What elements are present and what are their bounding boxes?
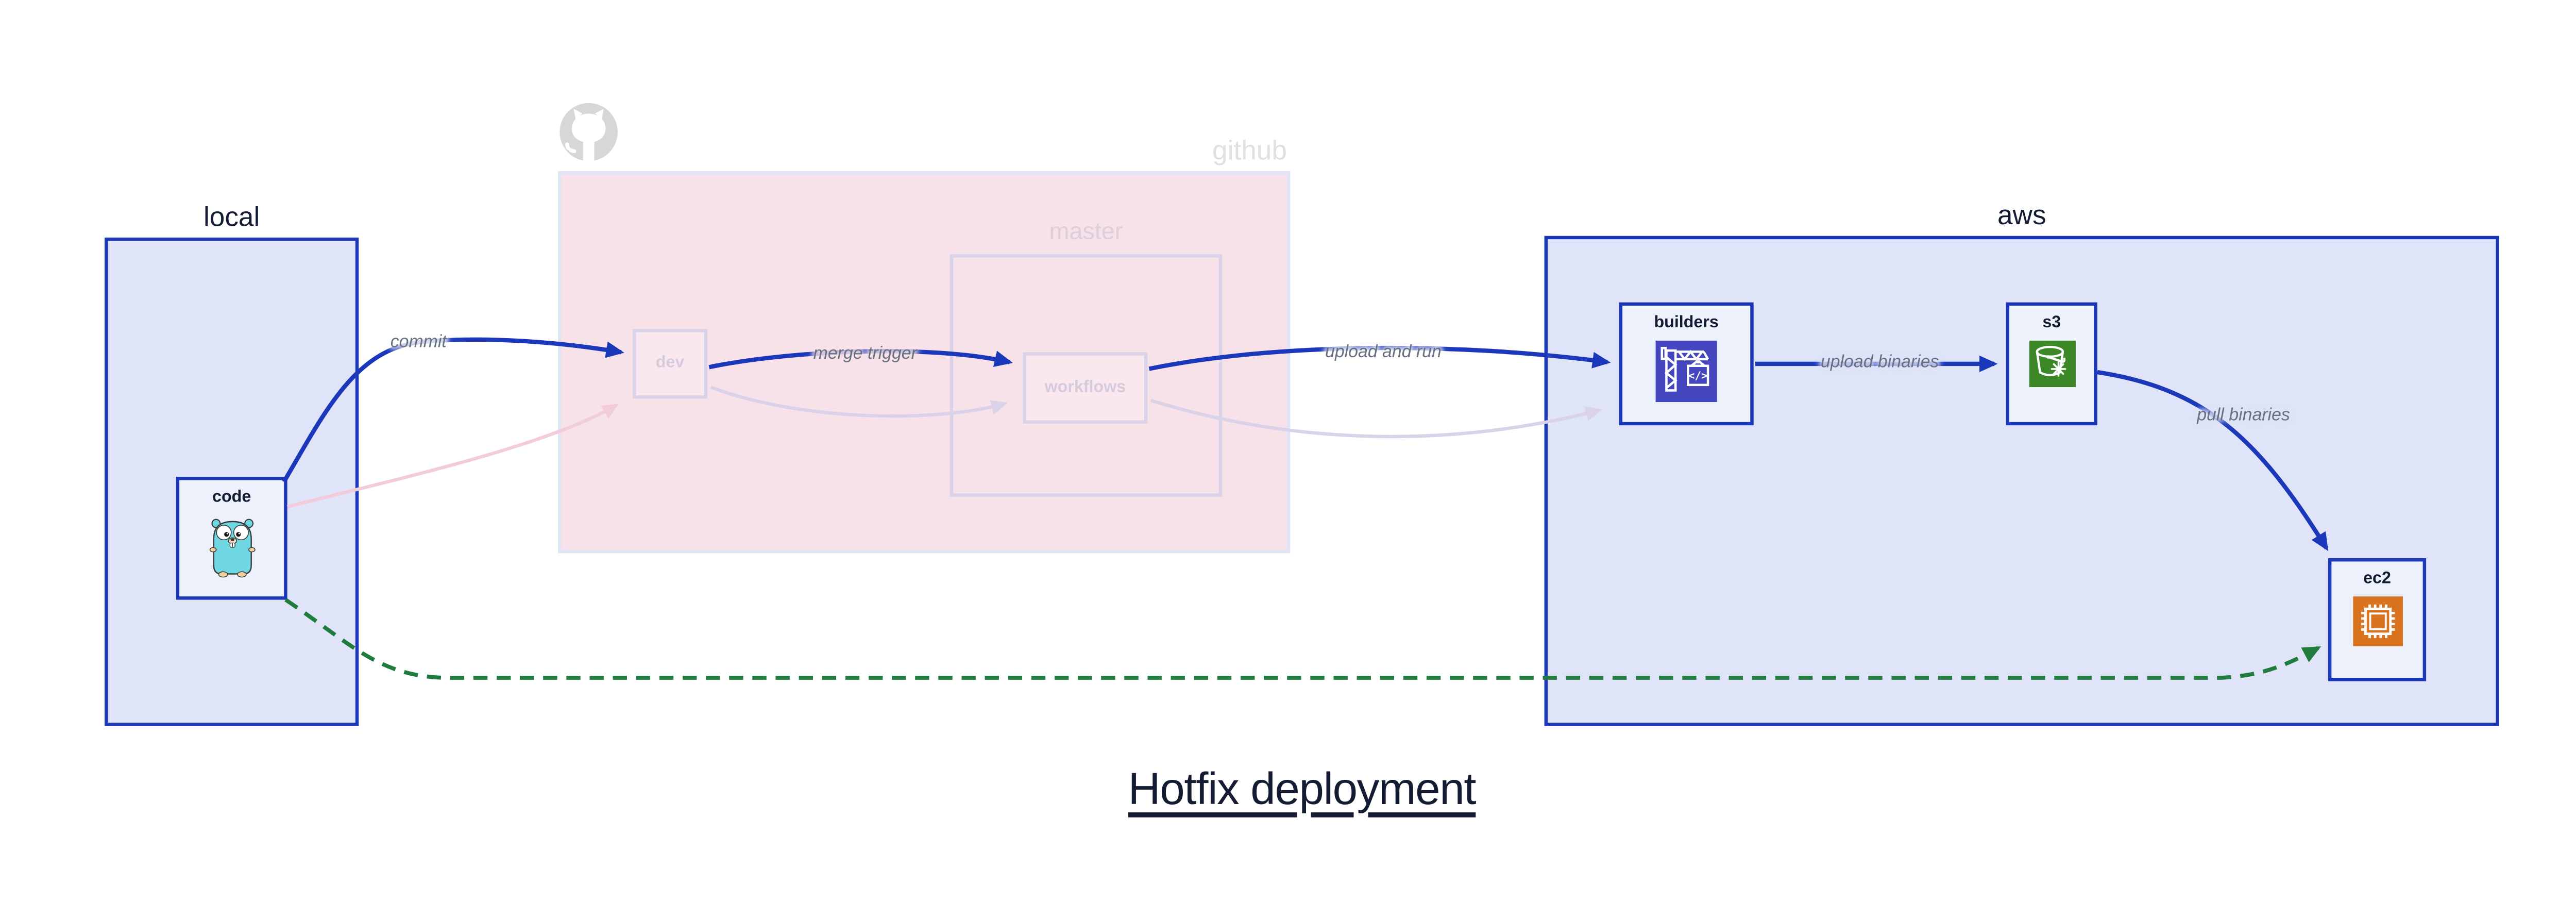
node-ec2-label: ec2 <box>2363 570 2391 589</box>
edge-upload-and-run-label: upload and run <box>1325 342 1442 362</box>
svg-text:</>: </> <box>1688 370 1708 382</box>
node-s3-label: s3 <box>2042 314 2061 332</box>
github-octocat-icon <box>560 103 618 161</box>
node-builders: builders </> <box>1619 302 1754 426</box>
edge-commit-label: commit <box>390 332 447 353</box>
node-workflows-label: workflows <box>1044 378 1126 396</box>
edge-merge-trigger-label: merge trigger <box>813 344 917 364</box>
node-workflows: workflows <box>1023 352 1148 424</box>
diagram-title: Hotfix deployment <box>1128 764 1477 814</box>
region-aws-label: aws <box>1997 201 2046 231</box>
region-master <box>950 254 1223 497</box>
node-dev-label: dev <box>655 354 685 372</box>
go-gopher-icon <box>209 519 255 578</box>
region-github-label: github <box>1212 136 1287 166</box>
node-builders-label: builders <box>1654 314 1719 332</box>
region-local-label: local <box>203 203 260 233</box>
region-master-label: master <box>1049 219 1123 246</box>
node-dev: dev <box>633 329 708 399</box>
aws-codebuild-icon: </> <box>1655 340 1717 403</box>
node-s3: s3 <box>2006 302 2097 426</box>
aws-s3-bucket-icon <box>2028 340 2075 388</box>
edge-upload-binaries-label: upload binaries <box>1820 352 1939 372</box>
node-code: code <box>176 477 287 600</box>
aws-ec2-chip-icon <box>2352 596 2402 646</box>
node-ec2: ec2 <box>2328 558 2427 681</box>
edge-pull-binaries-label: pull binaries <box>2197 405 2290 426</box>
node-code-label: code <box>212 488 251 507</box>
